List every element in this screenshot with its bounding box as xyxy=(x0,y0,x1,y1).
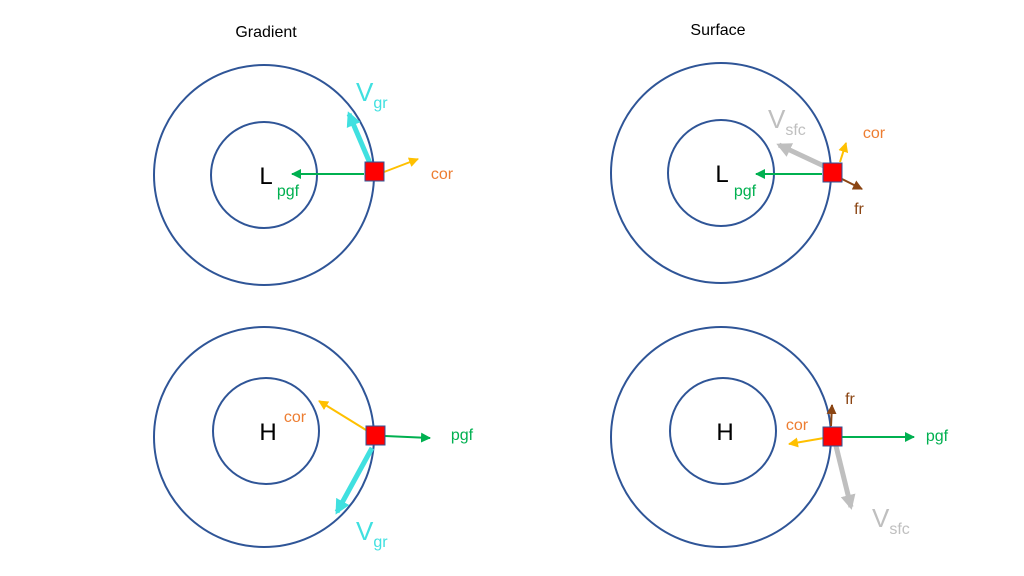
v-gradient-label: Vgr xyxy=(356,516,388,551)
v-subscript: gr xyxy=(373,95,388,112)
panel-gradient-low: L pgf Vgr cor xyxy=(153,64,454,286)
cor-label: cor xyxy=(863,125,886,142)
fr-label: fr xyxy=(854,201,864,218)
cor-arrow xyxy=(383,157,419,173)
fr-arrow xyxy=(826,404,837,427)
v-subscript: sfc xyxy=(785,122,805,139)
fr-arrow xyxy=(841,178,863,190)
v-subscript: sfc xyxy=(889,521,909,538)
pgf-label: pgf xyxy=(451,427,474,444)
air-parcel xyxy=(364,161,385,182)
v-surface-arrow xyxy=(833,445,856,510)
fr-label: fr xyxy=(845,391,855,408)
inner-isobar xyxy=(669,377,777,485)
low-center-label: L xyxy=(259,163,272,190)
v-gradient-label: Vgr xyxy=(356,77,388,112)
cor-label: cor xyxy=(431,166,454,183)
v-symbol: V xyxy=(872,503,890,533)
pgf-arrow xyxy=(384,432,431,443)
air-parcel xyxy=(822,162,843,183)
panel-surface-low: L pgf Vsfc cor fr xyxy=(610,62,886,284)
v-surface-label: Vsfc xyxy=(768,104,806,139)
cor-arrow xyxy=(788,437,825,448)
pgf-label: pgf xyxy=(277,183,300,200)
cor-label: cor xyxy=(284,409,307,426)
v-symbol: V xyxy=(356,516,374,546)
pgf-label: pgf xyxy=(926,428,949,445)
title-gradient: Gradient xyxy=(235,24,297,41)
air-parcel xyxy=(365,425,386,446)
v-gradient-arrow xyxy=(346,111,375,169)
low-center-label: L xyxy=(715,161,728,188)
pgf-label: pgf xyxy=(734,183,757,200)
cor-arrow xyxy=(838,142,849,163)
v-gradient-arrow xyxy=(334,446,375,515)
cor-arrow xyxy=(318,400,367,431)
v-subscript: gr xyxy=(373,534,388,551)
v-surface-label: Vsfc xyxy=(872,503,910,538)
title-surface: Surface xyxy=(690,22,745,39)
v-surface-arrow xyxy=(776,142,828,170)
cor-label: cor xyxy=(786,417,809,434)
high-center-label: H xyxy=(716,419,733,446)
panel-gradient-high: H cor pgf Vgr xyxy=(153,326,474,551)
v-symbol: V xyxy=(356,77,374,107)
v-symbol: V xyxy=(768,104,786,134)
panel-surface-high: H fr cor pgf Vsfc xyxy=(610,326,949,548)
inner-isobar xyxy=(212,377,320,485)
high-center-label: H xyxy=(259,419,276,446)
air-parcel xyxy=(822,426,843,447)
